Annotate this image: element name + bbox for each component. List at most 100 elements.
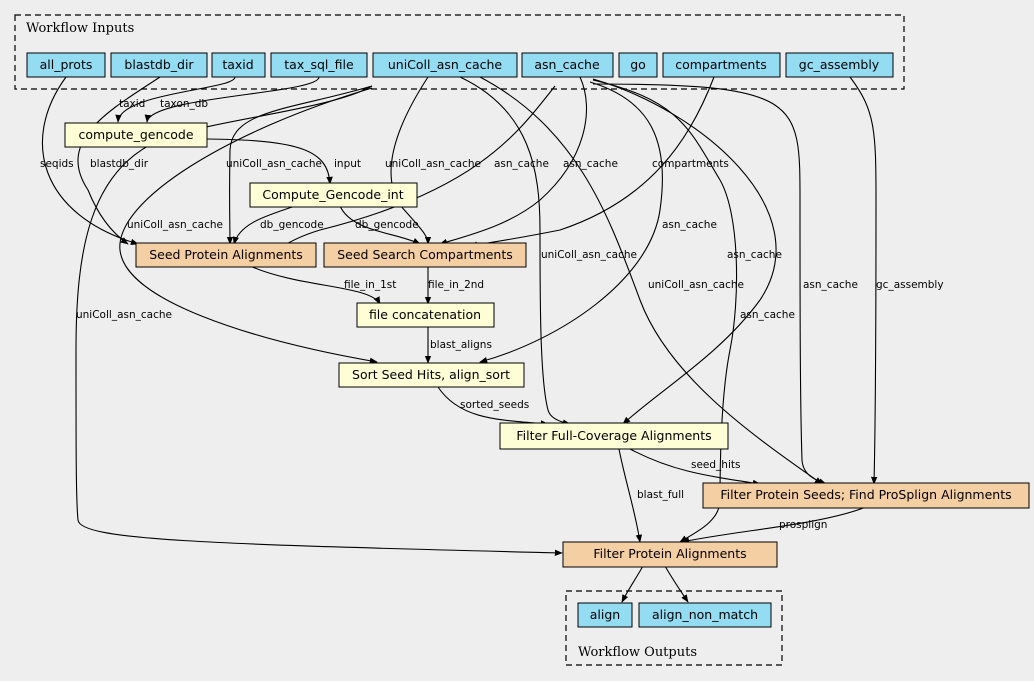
edge-blast-full — [618, 448, 643, 543]
edge-label-unicoll-sort: uniColl_asn_cache — [127, 219, 223, 231]
edge-label-asn-seed-protein: asn_cache — [494, 158, 549, 170]
edge-label-unicoll-filter-seeds: uniColl_asn_cache — [648, 279, 744, 291]
workflow-inputs-title: Workflow Inputs — [26, 21, 134, 36]
edge-label-taxid: taxid — [119, 98, 145, 110]
input-all-prots[interactable]: all_prots — [26, 52, 106, 78]
input-gc-assembly[interactable]: gc_assembly — [785, 52, 894, 78]
edge-label-file-in-1st: file_in_1st — [344, 279, 396, 291]
edge-label-sorted-seeds: sorted_seeds — [460, 399, 529, 411]
step-file-concatenation-label: file concatenation — [369, 307, 481, 322]
edge-blastdb-dir — [77, 76, 161, 245]
edge-asn-seed-search — [439, 76, 588, 245]
edge-prosplign — [681, 506, 867, 544]
step-compute-gencode-int-label: Compute_Gencode_int — [262, 187, 403, 202]
edge-label-file-in-2nd: file_in_2nd — [428, 279, 484, 291]
input-unicoll-asn-cache-label: uniColl_asn_cache — [388, 57, 503, 72]
edge-label-asn-full-coverage: asn_cache — [727, 249, 782, 261]
edge-gc-assembly — [849, 76, 878, 485]
step-filter-protein-alignments[interactable]: Filter Protein Alignments — [562, 541, 778, 568]
edge-db-gencode-1 — [232, 205, 296, 245]
edge-unicoll-full-coverage — [459, 76, 571, 426]
edge-asn-full-coverage — [592, 78, 777, 425]
edge-label-asn-sort: asn_cache — [662, 219, 717, 231]
output-align[interactable]: align — [577, 602, 633, 628]
edge-unicoll-sort — [119, 87, 378, 364]
edge-label-unicoll-seed-protein: uniColl_asn_cache — [226, 158, 322, 170]
edge-labels: taxid taxon_db seqids blastdb_dir uniCol… — [40, 98, 944, 531]
input-gc-assembly-label: gc_assembly — [799, 57, 880, 72]
output-align-label: align — [590, 607, 620, 622]
edge-label-blast-aligns: blast_aligns — [430, 339, 492, 351]
edge-asn-filter-seeds — [592, 83, 827, 485]
edge-unicoll-seed-protein — [226, 85, 373, 245]
step-filter-full-coverage-label: Filter Full-Coverage Alignments — [516, 428, 711, 443]
edge-to-align-non-match — [664, 565, 689, 603]
workflow-outputs-title: Workflow Outputs — [578, 645, 697, 660]
step-compute-gencode[interactable]: compute_gencode — [64, 122, 208, 148]
step-sort-seed-hits-label: Sort Seed Hits, align_sort — [352, 367, 510, 382]
input-tax-sql-file[interactable]: tax_sql_file — [270, 52, 368, 78]
edge-to-align — [621, 565, 644, 603]
input-blastdb-dir-label: blastdb_dir — [124, 57, 194, 72]
output-align-non-match-label: align_non_match — [652, 607, 758, 622]
step-filter-protein-seeds-label: Filter Protein Seeds; Find ProSplign Ali… — [720, 487, 1011, 502]
workflow-inputs-cluster: Workflow Inputs — [14, 14, 905, 90]
step-filter-protein-seeds[interactable]: Filter Protein Seeds; Find ProSplign Ali… — [702, 482, 1030, 509]
edge-seed-hits — [629, 448, 761, 487]
input-asn-cache[interactable]: asn_cache — [521, 52, 614, 78]
edge-label-blastdb-dir: blastdb_dir — [90, 158, 149, 170]
edge-label-input: input — [334, 158, 361, 170]
edge-asn-sort — [479, 81, 663, 364]
input-nodes: all_prots blastdb_dir taxid tax_sql_file… — [26, 52, 894, 78]
step-seed-protein-alignments-label: Seed Protein Alignments — [149, 247, 303, 262]
input-asn-cache-label: asn_cache — [534, 57, 600, 72]
edge-db-gencode-2 — [339, 205, 421, 245]
edge-label-taxon-db: taxon_db — [160, 98, 208, 110]
edge-compartments — [469, 76, 715, 248]
edge-label-blast-full: blast_full — [637, 489, 684, 501]
step-nodes: compute_gencode Compute_Gencode_int Seed… — [64, 122, 1030, 568]
input-blastdb-dir[interactable]: blastdb_dir — [110, 52, 208, 78]
output-align-non-match[interactable]: align_non_match — [638, 602, 772, 628]
input-taxid-label: taxid — [222, 57, 253, 72]
edge-label-db-gencode-2: db_gencode — [355, 219, 419, 231]
edge-asn-filter-alignments — [592, 79, 738, 543]
step-seed-search-compartments[interactable]: Seed Search Compartments — [323, 242, 527, 268]
step-compute-gencode-label: compute_gencode — [78, 127, 193, 142]
edge-label-unicoll-full-coverage: uniColl_asn_cache — [541, 249, 637, 261]
edge-taxid — [115, 76, 236, 123]
edge-label-unicoll-seed-search: uniColl_asn_cache — [385, 158, 481, 170]
input-go-label: go — [630, 57, 646, 72]
input-compartments[interactable]: compartments — [662, 52, 781, 78]
input-taxid[interactable]: taxid — [211, 52, 266, 78]
step-seed-search-compartments-label: Seed Search Compartments — [337, 247, 513, 262]
edge-label-asn-filter-seeds: asn_cache — [803, 279, 858, 291]
edge-label-gc-assembly: gc_assembly — [876, 279, 944, 291]
step-compute-gencode-int[interactable]: Compute_Gencode_int — [249, 182, 418, 208]
edge-taxon-db — [144, 76, 320, 123]
input-tax-sql-file-label: tax_sql_file — [284, 57, 354, 72]
input-compartments-label: compartments — [675, 57, 767, 72]
edge-label-unicoll-filter-alignments: uniColl_asn_cache — [76, 309, 172, 321]
edge-label-prosplign: prosplign — [779, 519, 827, 531]
edge-label-asn-filter-alignments: asn_cache — [740, 309, 795, 321]
edge-seqids — [41, 76, 139, 246]
input-all-prots-label: all_prots — [40, 57, 93, 72]
step-file-concatenation[interactable]: file concatenation — [356, 302, 495, 328]
input-go[interactable]: go — [618, 52, 658, 78]
step-sort-seed-hits[interactable]: Sort Seed Hits, align_sort — [338, 362, 525, 388]
edge-unicoll-filter-seeds — [479, 76, 823, 485]
workflow-outputs-cluster: Workflow Outputs — [565, 590, 783, 666]
edge-file-in-1st — [249, 265, 381, 305]
edge-label-asn-seed-search: asn_cache — [563, 158, 618, 170]
edge-label-db-gencode-1: db_gencode — [260, 219, 324, 231]
edge-label-seed-hits: seed_hits — [691, 459, 740, 471]
output-nodes: align align_non_match — [577, 602, 772, 628]
edge-label-seqids: seqids — [40, 158, 74, 170]
step-seed-protein-alignments[interactable]: Seed Protein Alignments — [135, 242, 317, 268]
input-unicoll-asn-cache[interactable]: uniColl_asn_cache — [372, 52, 518, 78]
edge-label-compartments: compartments — [652, 158, 729, 170]
step-filter-protein-alignments-label: Filter Protein Alignments — [593, 546, 746, 561]
step-filter-full-coverage[interactable]: Filter Full-Coverage Alignments — [499, 422, 729, 450]
